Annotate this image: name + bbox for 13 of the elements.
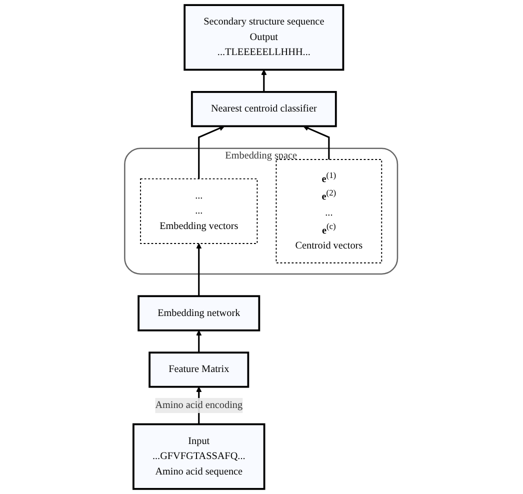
node-box: Nearest centroid classifier xyxy=(191,91,338,128)
arrow xyxy=(262,70,268,92)
node-box: Secondary structure sequence Output ...TLEEEEELLHHH... xyxy=(184,4,345,71)
node-box: Input ...GFVFGTASSAFQ... Amino acid sequence xyxy=(132,423,266,490)
node-box: e$^{(1)}$ e$^{(2)}$ ... e$^{(c)}$ Centroid vectors xyxy=(276,159,383,264)
arrow xyxy=(198,126,226,179)
node-box: ... ... Embedding vectors xyxy=(140,178,258,244)
node-box: Embedding network xyxy=(138,295,261,332)
node-box: Feature Matrix xyxy=(149,352,250,388)
edge-label: Amino acid encoding xyxy=(156,400,243,411)
arrow xyxy=(196,330,202,353)
arrow xyxy=(196,243,202,296)
arrow xyxy=(304,126,330,160)
